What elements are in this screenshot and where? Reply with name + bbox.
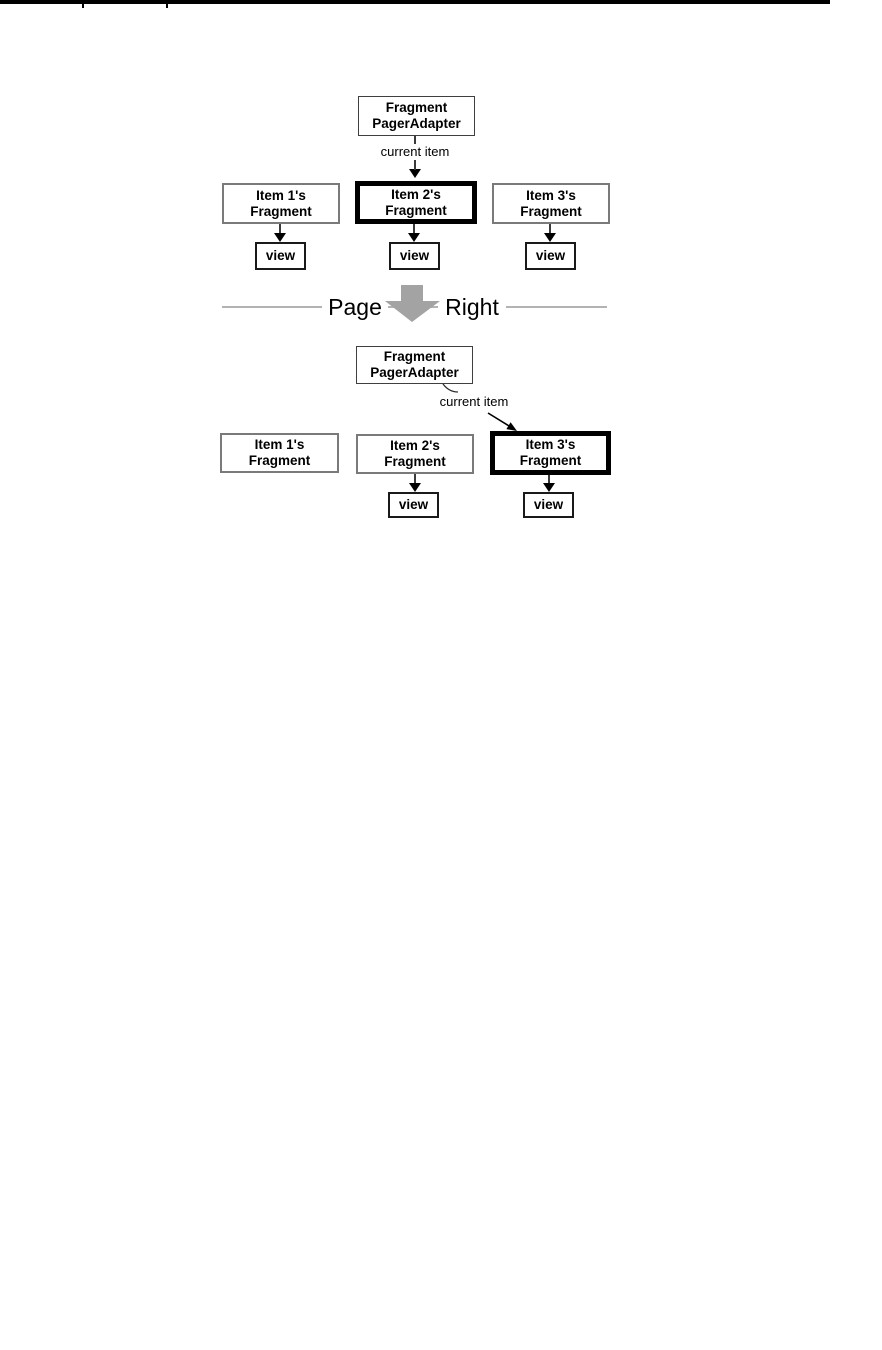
pager-adapter-box-before: Fragment PagerAdapter <box>358 96 475 136</box>
down-arrowhead-icon <box>543 483 555 492</box>
pager-adapter-label-line2: PagerAdapter <box>370 365 459 380</box>
down-arrowhead-icon <box>408 233 420 242</box>
view-box-label: view <box>265 248 296 263</box>
page-label: Page <box>322 293 388 321</box>
view-box-label: view <box>535 248 566 263</box>
fragment-to-view-arrow-stem <box>279 224 281 234</box>
pager-adapter-label-line2: PagerAdapter <box>372 116 461 131</box>
top-rule <box>0 0 830 4</box>
fragment-box-item-3-before: Item 3's Fragment <box>492 183 610 224</box>
fragment-box-label-line2: Fragment <box>385 202 447 218</box>
view-box-item-1-before: view <box>255 242 306 270</box>
pager-adapter-label-line1: Fragment <box>385 100 448 115</box>
fragment-to-view-arrow-stem <box>414 474 416 483</box>
fragment-box-label-line2: Fragment <box>250 203 312 219</box>
fragment-box-item-2-before: Item 2's Fragment <box>355 181 477 224</box>
view-box-label: view <box>399 248 430 263</box>
view-box-label: view <box>533 497 564 512</box>
down-arrowhead-icon <box>544 233 556 242</box>
current-item-pointer-icon <box>442 383 517 431</box>
fragment-box-label-line1: Item 2's <box>391 186 441 202</box>
view-box-item-2-after: view <box>388 492 439 518</box>
fragment-to-view-arrow-stem <box>549 224 551 234</box>
fragment-box-label-line2: Fragment <box>519 453 582 468</box>
fragment-box-label-line2: Fragment <box>248 453 311 468</box>
down-arrowhead-icon <box>274 233 286 242</box>
fragment-box-item-1-before: Item 1's Fragment <box>222 183 340 224</box>
right-label: Right <box>438 293 506 321</box>
fragment-to-view-arrow-stem <box>548 475 550 483</box>
fragment-box-label-line2: Fragment <box>384 454 446 469</box>
current-item-label-before: current item <box>374 144 456 160</box>
current-item-label-after: current item <box>437 394 511 410</box>
fragment-box-label-line2: Fragment <box>520 203 582 219</box>
fragment-box-label-line1: Item 3's <box>526 187 576 203</box>
fragment-box-label-line1: Item 1's <box>256 187 306 203</box>
down-arrowhead-icon <box>409 169 421 178</box>
top-rule-tick <box>82 0 84 8</box>
view-box-item-2-before: view <box>389 242 440 270</box>
fragment-box-label-line1: Item 2's <box>390 438 440 453</box>
view-box-label: view <box>398 497 429 512</box>
top-rule-tick <box>166 0 168 8</box>
pager-adapter-label-line1: Fragment <box>383 349 446 364</box>
fragment-box-item-3-after: Item 3's Fragment <box>490 431 611 475</box>
fragment-box-item-2-after: Item 2's Fragment <box>356 434 474 474</box>
down-arrowhead-icon <box>409 483 421 492</box>
view-box-item-3-before: view <box>525 242 576 270</box>
view-box-item-3-after: view <box>523 492 574 518</box>
fragment-box-label-line1: Item 1's <box>254 437 305 452</box>
block-down-arrow-icon <box>385 285 440 322</box>
fragment-box-item-1-after: Item 1's Fragment <box>220 433 339 473</box>
fragment-to-view-arrow-stem <box>413 224 415 234</box>
pager-adapter-box-after: Fragment PagerAdapter <box>356 346 473 384</box>
fragment-box-label-line1: Item 3's <box>525 437 576 452</box>
